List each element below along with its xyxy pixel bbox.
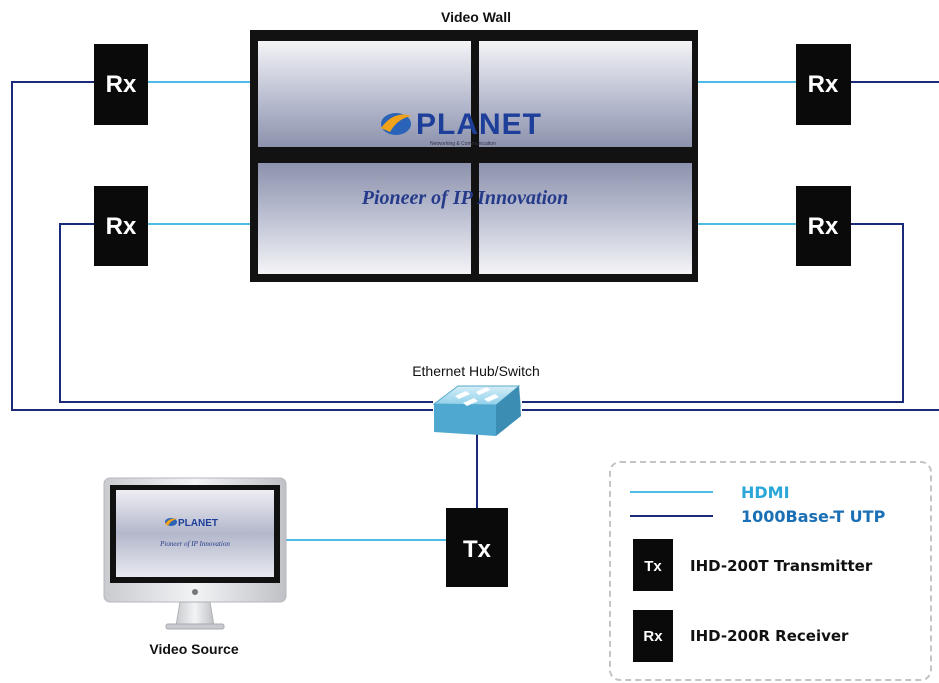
utp-cables: [11, 81, 939, 508]
receiver-bottom-right: Rx: [796, 186, 851, 266]
wall-screen-bottom-left: [258, 163, 471, 274]
transmitter-tag: Tx: [463, 536, 492, 563]
receiver-tag: Rx: [808, 71, 839, 98]
hdmi-cables: [148, 81, 796, 541]
receiver-tag: Rx: [106, 71, 137, 98]
svg-text:PLANET: PLANET: [416, 108, 542, 141]
apple-logo-icon: [192, 589, 198, 595]
planet-logo-monitor: PLANET: [165, 518, 218, 529]
legend-rx-label: IHD-200R Receiver: [690, 627, 849, 645]
monitor-slogan: Pioneer of IP Innovation: [159, 540, 230, 548]
wall-screen-bottom-right: [479, 163, 692, 274]
utp-cable-top-left: [11, 81, 433, 411]
wall-screen-top-left: [258, 41, 471, 147]
wall-slogan: Pioneer of IP Innovation: [361, 187, 569, 209]
receiver-tag: Rx: [106, 213, 137, 240]
legend-hdmi-label: HDMI: [741, 483, 790, 502]
video-wall: PLANET Networking & Communication Pionee…: [250, 30, 698, 282]
source-label: Video Source: [149, 641, 238, 657]
switch-icon: [432, 385, 521, 436]
utp-cable-mid-left: [59, 223, 433, 403]
monitor-icon: PLANET Pioneer of IP Innovation: [103, 477, 287, 630]
receiver-bottom-left: Rx: [94, 186, 148, 266]
receiver-tag: Rx: [808, 213, 839, 240]
transmitter-box: Tx: [446, 508, 508, 587]
legend-tx-tag: Tx: [644, 558, 662, 575]
legend: HDMI 1000Base-T UTP Tx IHD-200T Transmit…: [609, 461, 932, 681]
receiver-top-right: Rx: [796, 44, 851, 125]
wall-screen-top-right: [479, 41, 692, 147]
legend-rx-tag: Rx: [643, 628, 663, 645]
receiver-top-left: Rx: [94, 44, 148, 125]
svg-text:Networking & Communication: Networking & Communication: [430, 141, 496, 147]
legend-tx-label: IHD-200T Transmitter: [690, 557, 873, 575]
diagram-title: Video Wall: [441, 9, 511, 25]
utp-cable-mid-right: [522, 223, 904, 403]
svg-text:PLANET: PLANET: [178, 518, 218, 529]
legend-tx-box: [633, 539, 673, 591]
legend-box: [609, 461, 932, 681]
planet-logo-wall: PLANET Networking & Communication: [381, 108, 542, 147]
switch-label: Ethernet Hub/Switch: [412, 363, 540, 379]
legend-utp-label: 1000Base-T UTP: [741, 507, 886, 526]
legend-rx-box: [633, 610, 673, 662]
